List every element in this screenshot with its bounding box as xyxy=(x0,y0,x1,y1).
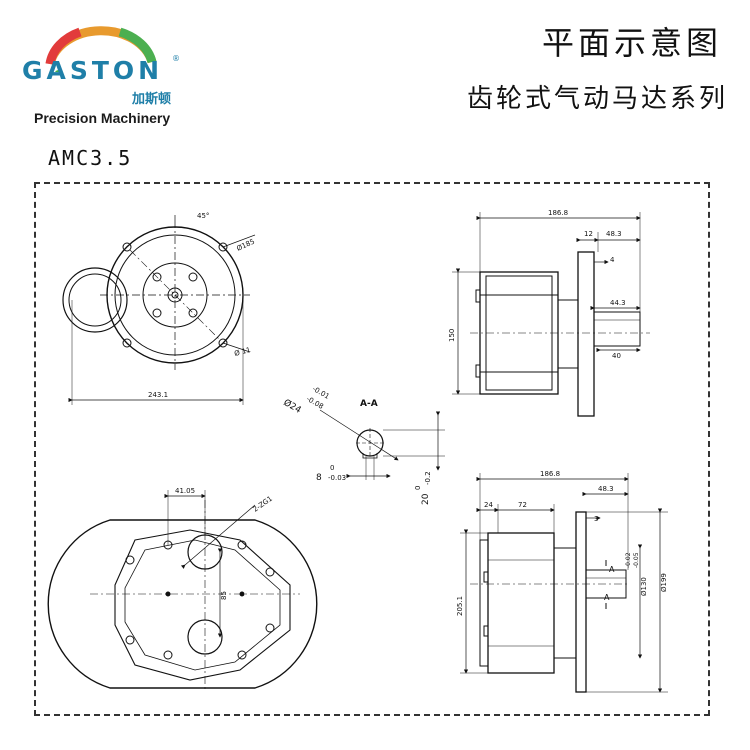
rear-center-distance-label: 85 xyxy=(220,591,228,600)
bottom-flange-dia-label: Ø199 xyxy=(660,573,668,592)
bottom-total-length-label: 186.8 xyxy=(540,470,560,478)
side-view xyxy=(452,212,650,417)
bottom-pilot-tol-upper: -0.02 xyxy=(625,552,632,568)
bottom-pilot-tol-lower: -0.05 xyxy=(633,552,640,568)
section-key-width-label: 8 xyxy=(316,473,322,483)
side-shaft-length-label: 48.3 xyxy=(606,230,622,238)
front-width-label: 243.1 xyxy=(148,391,168,399)
section-aa-view xyxy=(319,409,445,480)
front-view xyxy=(62,215,256,405)
page-subtitle: 齿轮式气动马达系列 xyxy=(466,84,728,114)
side-shaft-exposed-label: 40 xyxy=(612,352,621,360)
logo-arc-icon xyxy=(45,26,157,72)
logo-wordmark: GASTON xyxy=(22,56,164,85)
side-body-height-label: 150 xyxy=(448,329,456,342)
section-key-height-upper: 0 xyxy=(414,486,422,490)
front-bolt-circle-label: Ø185 xyxy=(235,238,255,253)
bottom-step-label: 3 xyxy=(594,515,598,523)
side-flange-thickness-label: 12 xyxy=(584,230,593,238)
rear-port-thread-label: 2-ZG1 xyxy=(252,495,274,514)
model-number: AMC3.5 xyxy=(48,146,133,170)
rear-port-offset-label: 41.05 xyxy=(175,487,195,495)
rear-view xyxy=(47,490,318,690)
drawing-frame xyxy=(34,182,710,716)
side-key-length-label: 44.3 xyxy=(610,299,626,307)
front-angle-label: 45° xyxy=(197,212,209,220)
section-key-height-lower: -0.2 xyxy=(424,471,432,485)
bottom-height-label: 205.1 xyxy=(456,596,464,616)
section-key-height-label: 20 xyxy=(421,493,431,505)
bottom-segment-b-label: 72 xyxy=(518,501,527,509)
section-title: A-A xyxy=(360,399,378,409)
bottom-side-view xyxy=(460,473,668,693)
page-title: 平面示意图 xyxy=(541,24,722,62)
section-marker-lower: A xyxy=(604,593,610,602)
side-key-step-label: 4 xyxy=(610,256,615,264)
bottom-pilot-dia-label: Ø130 xyxy=(640,577,648,596)
bottom-segment-a-label: 24 xyxy=(484,501,493,509)
bottom-shaft-length-label: 48.3 xyxy=(598,485,614,493)
section-marker-upper: A xyxy=(609,565,615,574)
logo-chinese-name: 加斯顿 xyxy=(132,92,172,107)
brand-logo: GASTON ® 加斯顿 Precision Machinery xyxy=(20,12,180,127)
logo-registered-mark: ® xyxy=(172,54,180,63)
logo-subtitle: Precision Machinery xyxy=(34,110,171,126)
section-key-width-lower: -0.03 xyxy=(328,474,346,482)
section-diameter-label: Ø24 xyxy=(282,397,304,416)
section-key-width-upper: 0 xyxy=(330,464,334,472)
side-total-length-label: 186.8 xyxy=(548,209,568,217)
